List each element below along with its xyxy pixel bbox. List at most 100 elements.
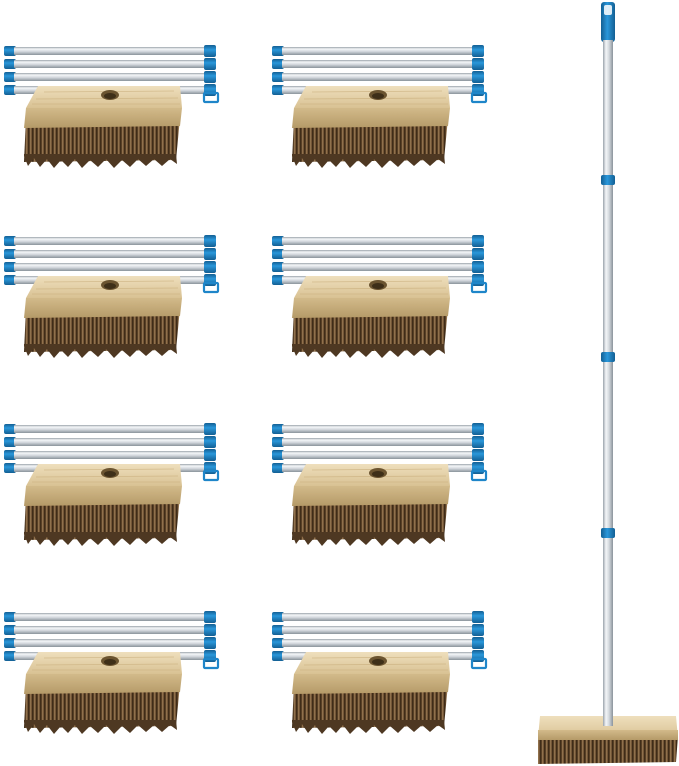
handle-section bbox=[272, 235, 484, 247]
handle-end-cap bbox=[272, 262, 284, 272]
bristle-tips bbox=[292, 532, 445, 546]
handle-end-cap bbox=[272, 437, 284, 447]
handle-connector bbox=[204, 650, 216, 662]
handle-section bbox=[4, 45, 216, 57]
handle-end-cap bbox=[4, 59, 16, 69]
assembled-scrub-brush bbox=[538, 714, 678, 764]
handle-tube bbox=[14, 438, 210, 446]
hanging-loop bbox=[470, 91, 488, 104]
handle-connector bbox=[472, 84, 484, 96]
handle-end-cap bbox=[272, 275, 284, 285]
handle-end-cap bbox=[272, 59, 284, 69]
handle-end-cap bbox=[4, 625, 16, 635]
handle-section bbox=[4, 637, 216, 649]
handle-section bbox=[272, 71, 484, 83]
handle-connector bbox=[204, 624, 216, 636]
brush-block-side bbox=[292, 108, 450, 128]
handle-section bbox=[4, 248, 216, 260]
handle-section bbox=[4, 624, 216, 636]
scrub-brush bbox=[292, 464, 450, 546]
bristle-tips bbox=[292, 154, 445, 168]
handle-and-brush-kit bbox=[272, 235, 488, 358]
hanging-hole bbox=[604, 5, 612, 15]
handle-section bbox=[272, 423, 484, 435]
handle-and-brush-kit bbox=[4, 235, 220, 358]
handle-section bbox=[4, 235, 216, 247]
handle-connector bbox=[204, 45, 216, 57]
handle-and-brush-kit bbox=[4, 423, 220, 546]
handle-section bbox=[272, 436, 484, 448]
handle-tube bbox=[14, 639, 210, 647]
handle-and-brush-kit bbox=[4, 611, 220, 734]
hanging-loop bbox=[470, 469, 488, 482]
handle-section bbox=[272, 637, 484, 649]
brush-bristles bbox=[538, 736, 678, 764]
hanging-loop bbox=[202, 281, 220, 294]
handle-connector bbox=[472, 436, 484, 448]
handle-end-cap bbox=[272, 463, 284, 473]
handle-end-cap bbox=[4, 450, 16, 460]
handle-tube bbox=[14, 263, 210, 271]
handle-tube bbox=[282, 438, 478, 446]
handle-tube bbox=[282, 451, 478, 459]
handle-connector bbox=[472, 650, 484, 662]
handle-tube bbox=[282, 47, 478, 55]
handle-connector bbox=[601, 175, 615, 185]
handle-end-cap bbox=[4, 275, 16, 285]
brush-bristles bbox=[24, 496, 180, 540]
handle-end-cap bbox=[272, 424, 284, 434]
handle-connector bbox=[204, 423, 216, 435]
handle-section bbox=[4, 71, 216, 83]
hanging-loop bbox=[202, 657, 220, 670]
handle-connector bbox=[472, 637, 484, 649]
handle-connector bbox=[601, 352, 615, 362]
handle-socket-inner bbox=[104, 283, 116, 289]
scrub-brush bbox=[292, 276, 450, 358]
handle-socket-inner bbox=[372, 471, 384, 477]
handle-socket-inner bbox=[372, 659, 384, 665]
handle-section bbox=[272, 248, 484, 260]
handle-connector bbox=[472, 423, 484, 435]
handle-connector bbox=[204, 436, 216, 448]
scrub-brush bbox=[24, 652, 182, 734]
handle-end-cap bbox=[272, 450, 284, 460]
brush-block-side bbox=[292, 674, 450, 694]
handle-section bbox=[4, 611, 216, 623]
handle-end-cap bbox=[272, 249, 284, 259]
handle-connector bbox=[204, 235, 216, 247]
handle-tube bbox=[14, 425, 210, 433]
handle-end-cap bbox=[272, 236, 284, 246]
handle-connector bbox=[204, 462, 216, 474]
brush-bristles bbox=[292, 496, 448, 540]
handle-connector bbox=[204, 637, 216, 649]
handle-tube bbox=[14, 47, 210, 55]
assembled-brush bbox=[538, 2, 678, 764]
brush-block-side bbox=[292, 298, 450, 318]
handle-end-cap bbox=[272, 85, 284, 95]
handle-tube bbox=[282, 639, 478, 647]
handle-connector bbox=[472, 624, 484, 636]
handle-section bbox=[272, 611, 484, 623]
handle-end-cap bbox=[272, 72, 284, 82]
handle-connector bbox=[204, 261, 216, 273]
handle-connector bbox=[472, 248, 484, 260]
handle-socket-inner bbox=[104, 471, 116, 477]
handle-section bbox=[4, 58, 216, 70]
handle-socket-inner bbox=[104, 659, 116, 665]
handle-tube bbox=[14, 60, 210, 68]
handle-insert bbox=[603, 714, 613, 726]
handle-tube bbox=[14, 626, 210, 634]
handle-section bbox=[272, 45, 484, 57]
scrub-brush bbox=[24, 464, 182, 546]
handle-end-cap bbox=[272, 625, 284, 635]
handle-connector bbox=[204, 58, 216, 70]
handle-connector bbox=[472, 611, 484, 623]
handle-connector bbox=[601, 528, 615, 538]
handle-tube bbox=[282, 626, 478, 634]
brush-bristles bbox=[24, 118, 180, 162]
handle-connector bbox=[204, 71, 216, 83]
scrub-brush bbox=[24, 276, 182, 358]
handle-and-brush-kit bbox=[272, 423, 488, 546]
handle-end-cap bbox=[4, 262, 16, 272]
